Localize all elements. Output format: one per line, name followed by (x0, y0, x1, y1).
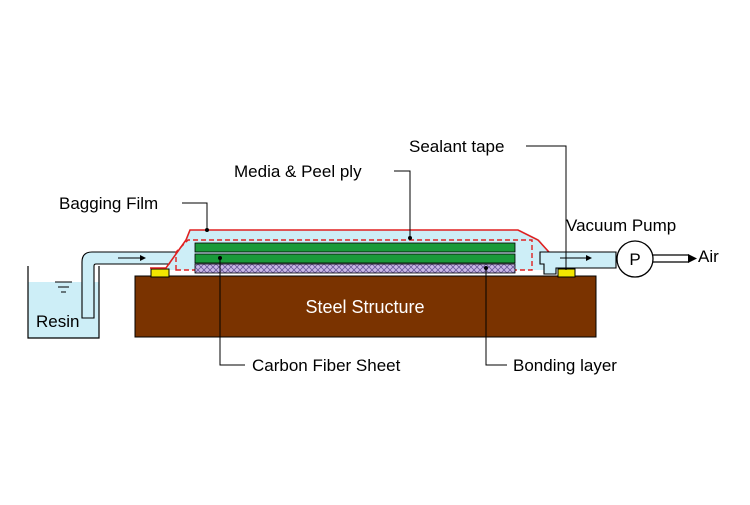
sealant-tape-leader (526, 145, 567, 270)
steel-structure-label: Steel Structure (305, 297, 424, 317)
vacuum-pump (616, 240, 654, 278)
bagging-film-leader (182, 202, 208, 230)
media-peel-ply-label: Media & Peel ply (234, 162, 362, 181)
carbon-fiber-leader (219, 258, 245, 366)
bagging-film-label: Bagging Film (59, 194, 158, 213)
bonding-layer-label: Bonding layer (513, 356, 617, 375)
sealant-tape-right (557, 268, 576, 278)
bagging-film-pointer (205, 228, 209, 232)
vacuum-outlet-tube (539, 251, 617, 275)
carbon-fiber-pointer (218, 256, 222, 260)
bonding-layer (194, 263, 516, 274)
media-peel-ply-pointer (408, 236, 412, 240)
steel-structure (134, 275, 597, 338)
carbon-fiber-sheet-label: Carbon Fiber Sheet (252, 356, 401, 375)
air-label: Air (698, 247, 719, 266)
media-peel-ply-leader (394, 170, 411, 238)
sealant-tape-label: Sealant tape (409, 137, 504, 156)
vacuum-pump-label: Vacuum Pump (566, 216, 676, 235)
resin-label: Resin (36, 312, 79, 331)
bonding-layer-leader (485, 268, 507, 366)
air-exhaust-arrowhead (688, 254, 697, 263)
sealant-tape-left (150, 268, 170, 278)
carbon-fiber-sheet-bottom (194, 253, 516, 264)
vacuum-pump-letter: P (629, 250, 640, 269)
carbon-fiber-sheet-top (194, 242, 516, 253)
bonding-layer-pointer (484, 266, 488, 270)
resin-flow-arrowhead (140, 255, 146, 261)
vacuum-flow-arrowhead (586, 255, 592, 261)
